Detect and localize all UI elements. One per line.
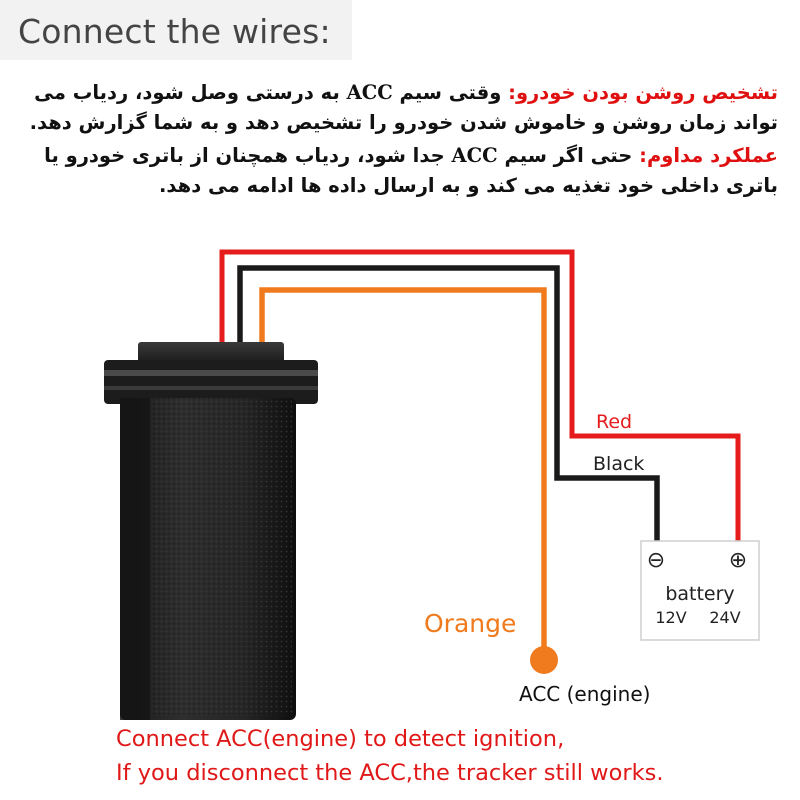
- continuous-text-a: حتی اگر سیم: [497, 144, 640, 167]
- battery-label: battery: [665, 583, 734, 605]
- tracker-body-texture: [152, 398, 292, 716]
- plus-terminal-icon: ⊕: [729, 548, 747, 573]
- acc-terminal-dot: [530, 646, 558, 674]
- black-wire: [237, 265, 660, 548]
- tracker-collar-highlight: [104, 370, 318, 376]
- battery-24v-label: 24V: [709, 608, 740, 627]
- ignition-text-a: وقتی سیم: [392, 81, 509, 104]
- footer-line-1: Connect ACC(engine) to detect ignition,: [116, 726, 565, 752]
- tracker-collar-ridge: [104, 386, 318, 390]
- battery-box: ⊖ ⊕ battery 12V 24V: [640, 540, 760, 641]
- minus-terminal-icon: ⊖: [647, 548, 665, 573]
- header-bar: Connect the wires:: [0, 0, 352, 60]
- ignition-detection-label: تشخیص روشن بودن خودرو:: [508, 81, 778, 104]
- instruction-continuous-operation: عملکرد مداوم: حتی اگر سیم ACC جدا شود، ر…: [20, 141, 778, 201]
- battery-12v-label: 12V: [655, 608, 686, 627]
- orange-wire: [259, 287, 547, 655]
- red-wire-label: Red: [596, 411, 632, 433]
- page-title: Connect the wires:: [18, 12, 331, 51]
- tracker-side-edge: [120, 398, 150, 720]
- red-wire: [219, 249, 741, 548]
- acc-engine-label: ACC (engine): [519, 682, 650, 706]
- continuous-operation-label: عملکرد مداوم:: [639, 144, 778, 167]
- continuous-acc-term: ACC: [451, 144, 498, 167]
- ignition-acc-term: ACC: [346, 81, 393, 104]
- orange-wire-label: Orange: [424, 609, 516, 638]
- tracker-collar: [104, 360, 318, 404]
- black-wire-label: Black: [593, 453, 644, 475]
- tracker-device: [104, 342, 318, 720]
- ignition-text-b: به درستی وصل شود، ردیاب می تواند زمان رو…: [29, 81, 778, 134]
- battery-outline: [640, 540, 760, 641]
- instruction-ignition-detection: تشخیص روشن بودن خودرو: وقتی سیم ACC به د…: [20, 78, 778, 138]
- continuous-text-b: جدا شود، ردیاب همچنان از باتری خودرو یا …: [44, 144, 778, 197]
- footer-line-2: If you disconnect the ACC,the tracker st…: [116, 760, 664, 786]
